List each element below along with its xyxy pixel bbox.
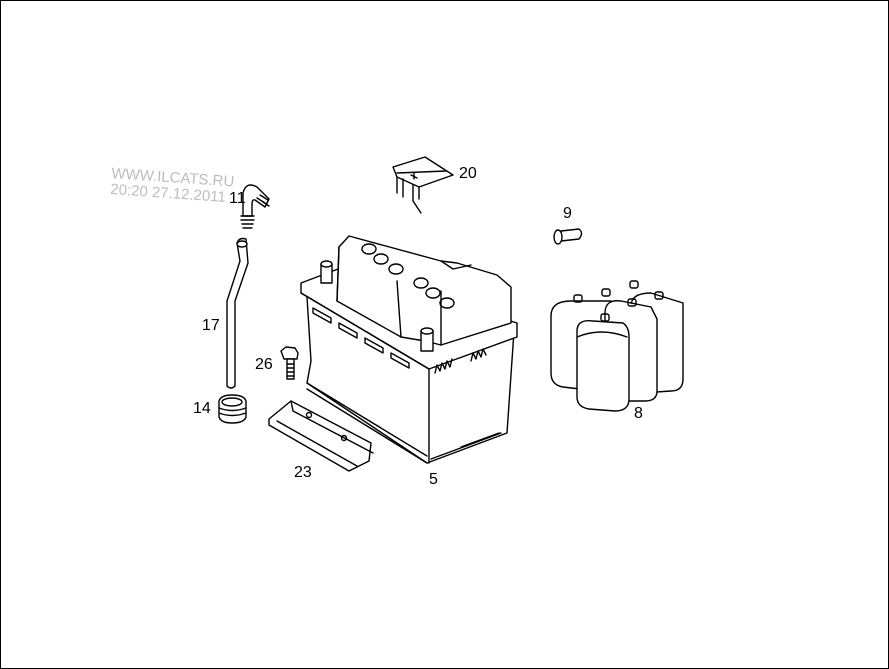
vent-plug-part[interactable] [553, 228, 583, 245]
label-vent-hose[interactable]: 17 [202, 317, 220, 334]
label-grommet[interactable]: 14 [193, 400, 211, 417]
grommet-part[interactable] [218, 394, 247, 424]
water-bottles-part[interactable] [550, 280, 684, 412]
label-water-bottles[interactable]: 8 [634, 405, 643, 422]
label-terminal-cover[interactable]: 20 [459, 165, 477, 182]
label-vent-plug[interactable]: 9 [563, 205, 572, 222]
bolt-part[interactable] [280, 346, 299, 380]
hold-down-bracket-part[interactable] [268, 400, 374, 472]
vent-hose-part[interactable] [226, 237, 249, 389]
label-battery[interactable]: 5 [429, 471, 438, 488]
terminal-cover-part[interactable] [392, 156, 454, 214]
battery-part[interactable] [300, 235, 518, 464]
label-elbow-fitting[interactable]: 11 [229, 190, 246, 207]
label-hold-down-bracket[interactable]: 23 [294, 464, 312, 481]
elbow-fitting-part[interactable] [240, 184, 270, 229]
label-bolt[interactable]: 26 [255, 356, 273, 373]
